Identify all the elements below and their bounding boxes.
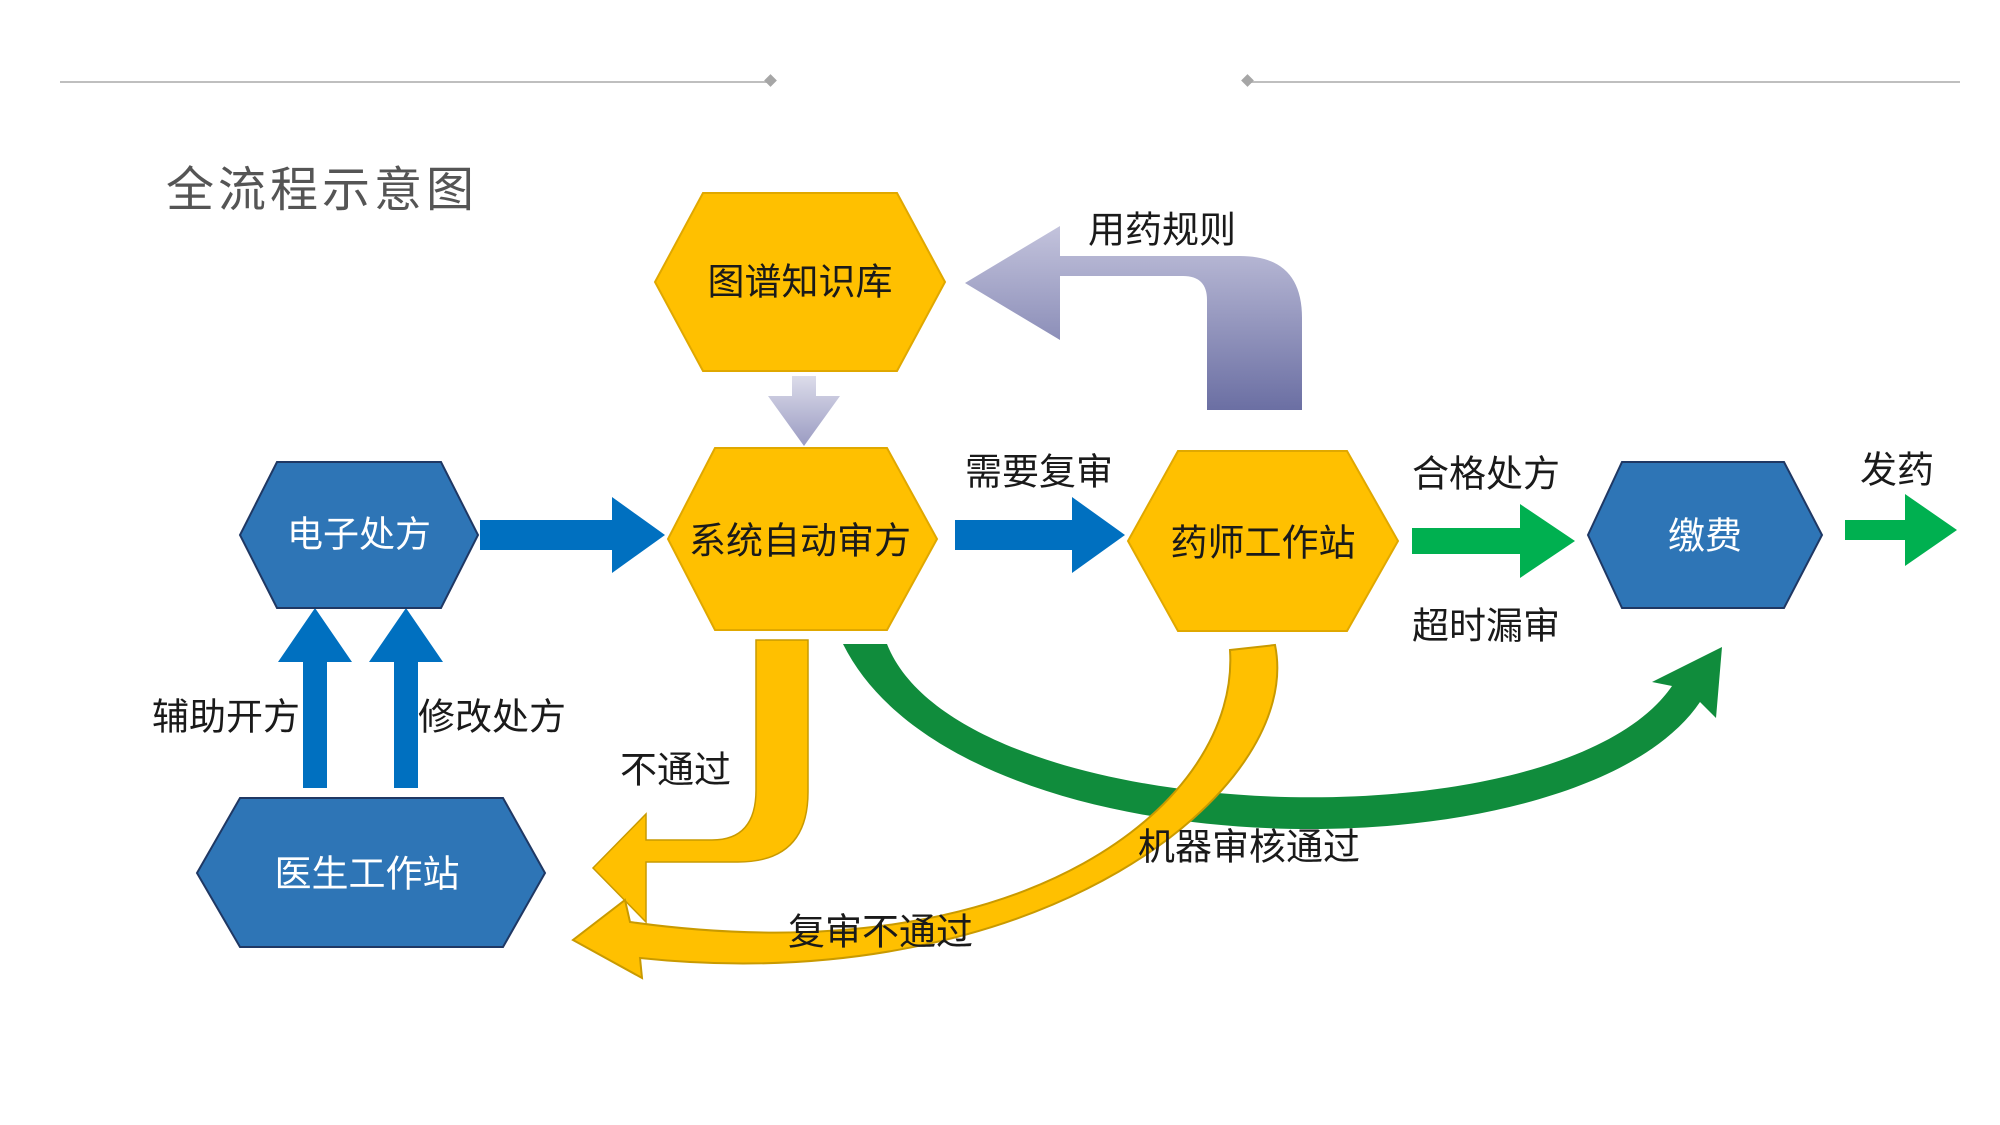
label-modify: 修改处方: [418, 696, 566, 739]
arrow-review-to-pharmacist: [955, 497, 1125, 573]
label-recheck-fail: 复审不通过: [788, 911, 973, 954]
node-doctor-label: 医生工作站: [275, 853, 460, 896]
drug-rules-arrow: [965, 226, 1302, 410]
label-fail: 不通过: [620, 749, 731, 792]
node-knowledge-base: 图谱知识库: [653, 192, 947, 372]
arrow-modify-up: [369, 608, 443, 788]
node-e-prescription-label: 电子处方: [287, 515, 431, 556]
arrow-fail: [591, 639, 809, 924]
arrow-dispense: [1845, 494, 1957, 566]
header-line-left: [60, 81, 772, 83]
kb-down-arrow: [768, 376, 840, 446]
node-payment-label: 缴费: [1668, 515, 1742, 558]
node-payment: 缴费: [1586, 461, 1824, 609]
arrow-machine-pass: [843, 644, 1722, 830]
label-timeout: 超时漏审: [1412, 605, 1560, 648]
node-pharmacist-label: 药师工作站: [1171, 522, 1356, 565]
arrow-qualified: [1412, 504, 1575, 578]
node-pharmacist: 药师工作站: [1126, 450, 1400, 632]
label-need-recheck: 需要复审: [965, 451, 1113, 494]
label-assist: 辅助开方: [152, 696, 300, 739]
label-drug-rules: 用药规则: [1088, 209, 1236, 252]
header-line-right: [1250, 81, 1960, 83]
label-machine-pass: 机器审核通过: [1138, 826, 1360, 869]
node-knowledge-base-label: 图谱知识库: [708, 261, 893, 304]
arrow-recheck-fail: [571, 643, 1279, 980]
node-auto-review: 系统自动审方: [666, 447, 939, 631]
page-title: 全流程示意图: [166, 162, 479, 218]
label-dispense: 发药: [1860, 449, 1934, 492]
node-doctor: 医生工作站: [195, 797, 547, 948]
arrow-eprescription-to-review: [480, 497, 665, 573]
label-qualified: 合格处方: [1412, 453, 1560, 496]
node-auto-review-label: 系统自动审方: [689, 520, 911, 563]
arrow-assist-up: [278, 608, 352, 788]
node-e-prescription: 电子处方: [238, 461, 480, 609]
